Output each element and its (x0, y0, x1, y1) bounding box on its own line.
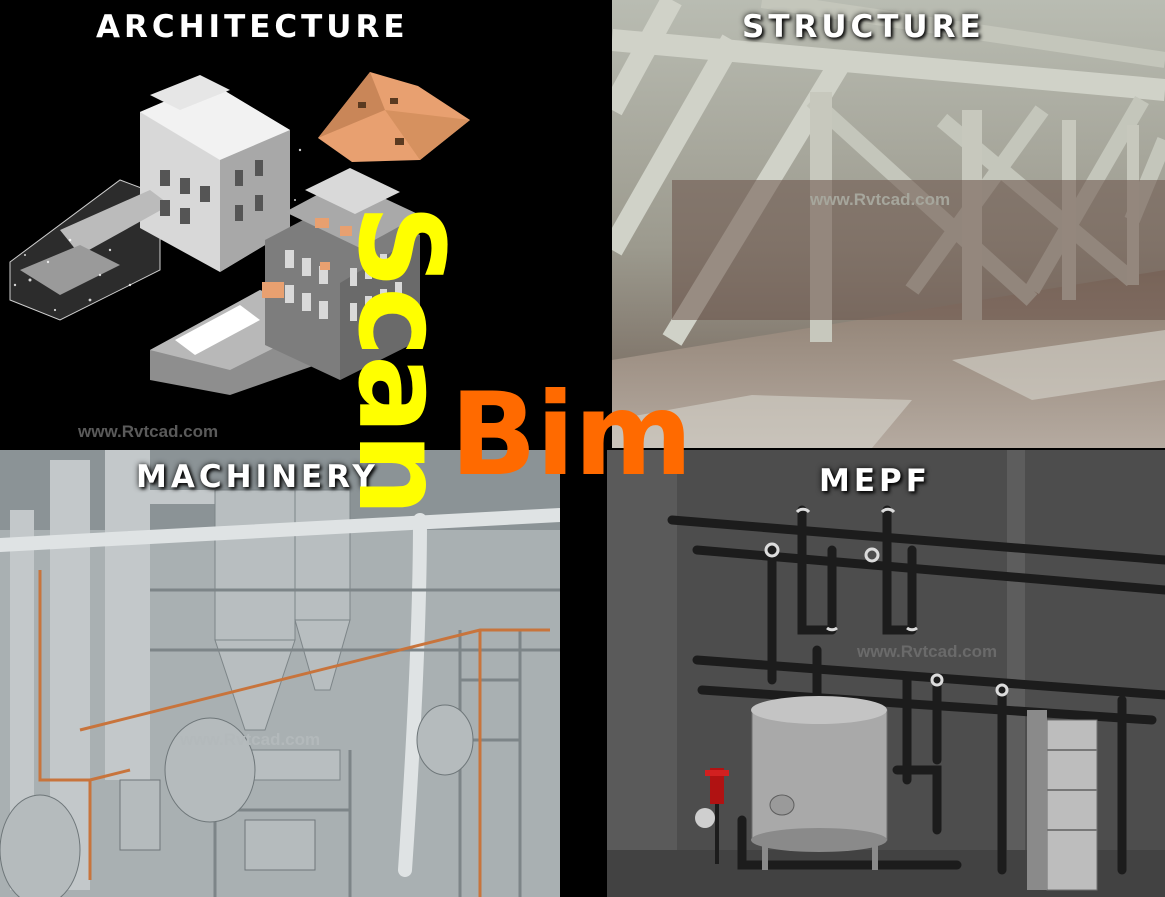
roof-model (318, 72, 470, 162)
copper-pipes (38, 570, 550, 897)
scan-backdrop (497, 0, 609, 392)
water-tank (751, 696, 888, 870)
architecture-label: ARCHITECTURE (96, 9, 409, 45)
point-cloud-building (9, 75, 302, 321)
bim-building-model (150, 168, 420, 395)
scan-title: Scan (332, 204, 470, 515)
architecture-illustration (9, 72, 470, 395)
heat-exchanger (1027, 710, 1098, 891)
ducts (0, 508, 560, 877)
mepf-label: MEPF (819, 463, 931, 499)
black-pipes (667, 505, 1165, 875)
machinery-watermark: www.Rvtcad.com (180, 730, 321, 749)
machinery-panel: MACHINERY www.Rvtcad.com (0, 450, 560, 897)
mepf-watermark: www.Rvtcad.com (857, 642, 998, 661)
pipe-fittings (764, 507, 1009, 697)
mepf-panel: MEPF www.Rvtcad.com (607, 450, 1165, 897)
point-cloud-noise (672, 180, 1165, 320)
machinery-units (0, 704, 474, 897)
machinery-label: MACHINERY (136, 459, 379, 495)
structure-watermark: www.Rvtcad.com (810, 190, 951, 209)
structure-label: STRUCTURE (742, 9, 985, 45)
bim-title: Bim (450, 368, 693, 501)
mepf-illustration (607, 450, 1165, 897)
structure-illustration (612, 0, 1165, 448)
red-valve (695, 768, 729, 864)
machinery-illustration (0, 450, 560, 897)
architecture-watermark: www.Rvtcad.com (78, 422, 219, 441)
structure-panel: STRUCTURE www.Rvtcad.com (612, 0, 1165, 448)
